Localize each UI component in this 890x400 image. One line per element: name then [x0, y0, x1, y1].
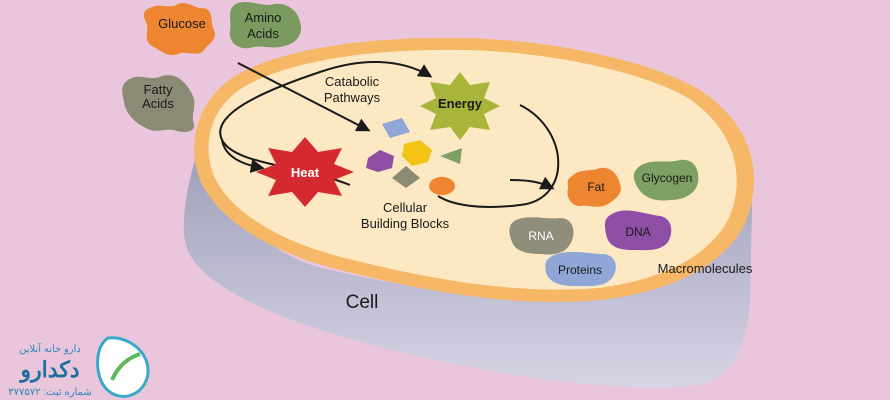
watermark-name: دارو خانه آنلاین [19, 342, 81, 355]
building-block-grey [392, 166, 420, 188]
glucose-label: Glucose [158, 16, 206, 31]
energy-label: Energy [438, 96, 483, 111]
heat-label: Heat [291, 165, 320, 180]
fatty-label-1: Fatty [144, 82, 173, 97]
proteins-label: Proteins [558, 263, 602, 277]
fatty-label-2: Acids [142, 96, 174, 111]
fat-molecule: Fat [567, 167, 621, 207]
rna-label: RNA [528, 229, 553, 243]
building-label-1: Cellular [383, 200, 428, 215]
catabolic-label-1: Catabolic [325, 74, 380, 89]
energy-star: Energy [420, 72, 500, 140]
building-block-yellow [402, 140, 432, 166]
pharmacy-watermark-logo: دارو خانه آنلاین دکدارو شماره ثبت: ۳۷۷۵۷… [8, 336, 150, 398]
rna-molecule: RNA [509, 217, 574, 255]
fat-label: Fat [587, 180, 605, 194]
leaf-logo-icon [96, 336, 150, 398]
pathway-loop [437, 104, 560, 208]
building-block-orange [429, 177, 455, 195]
dna-molecule: DNA [604, 210, 672, 251]
glucose-molecule: Glucose [143, 3, 215, 56]
amino-label-2: Acids [247, 26, 279, 41]
fatty-acids-molecule: Fatty Acids [122, 75, 195, 132]
catabolic-label-2: Pathways [324, 90, 381, 105]
glycogen-label: Glycogen [642, 171, 693, 185]
dna-label: DNA [625, 225, 650, 239]
cell-base [183, 130, 752, 388]
cytoplasm [208, 49, 737, 290]
arrow-to-heat [221, 139, 265, 173]
arrow-to-macromolecules [509, 176, 555, 190]
amino-label-1: Amino [245, 10, 282, 25]
building-block-blue [382, 118, 410, 138]
proteins-molecule: Proteins [545, 251, 616, 287]
cell-label: Cell [346, 292, 379, 313]
building-label-2: Building Blocks [361, 216, 450, 231]
heat-star: Heat [256, 137, 354, 207]
watermark-logo-text: دکدارو [18, 357, 79, 383]
building-block-purple [366, 150, 394, 172]
glycogen-molecule: Glycogen [633, 159, 699, 201]
amino-acids-molecule: Amino Acids [229, 2, 302, 49]
macromolecules-label: Macromolecules [658, 261, 753, 276]
building-block-green [440, 148, 462, 164]
arrow-inputs [237, 62, 371, 132]
watermark-reg: شماره ثبت: ۳۷۷۵۷۲ [8, 387, 91, 398]
